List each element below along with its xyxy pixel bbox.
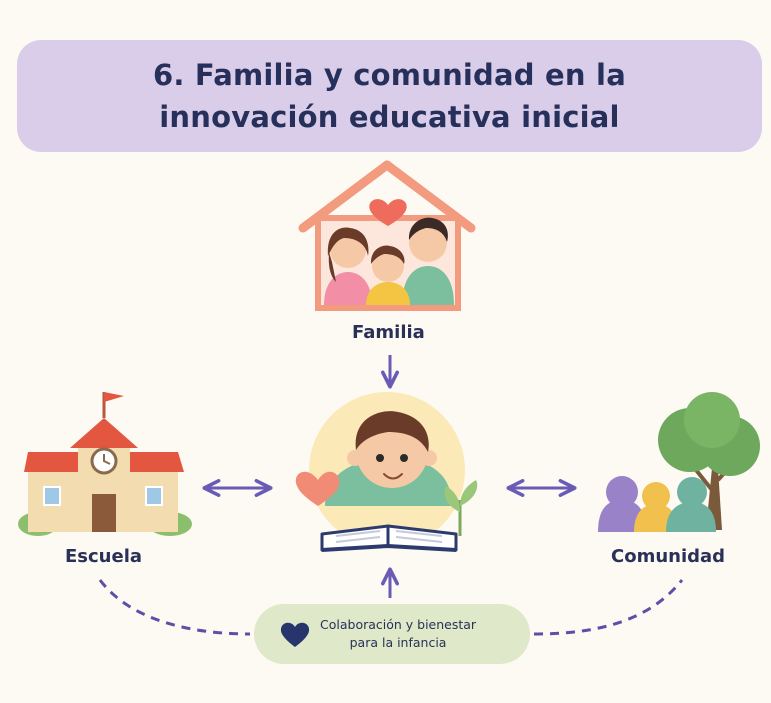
label-comunidad: Comunidad bbox=[611, 546, 726, 567]
dashed-line-comunidad bbox=[533, 579, 684, 636]
leaf-icon bbox=[444, 486, 460, 512]
heart-icon bbox=[295, 471, 340, 506]
title-banner: 6. Familia y comunidad en la innovación … bbox=[17, 40, 762, 152]
title-line-2: innovación educativa inicial bbox=[159, 100, 620, 134]
father-figure bbox=[402, 217, 454, 305]
heart-icon bbox=[369, 199, 407, 226]
dashed-line-escuela bbox=[98, 579, 251, 636]
mother-figure bbox=[324, 227, 372, 305]
title-line-1: 6. Familia y comunidad en la bbox=[153, 58, 626, 92]
child-figure bbox=[366, 245, 410, 305]
family-house-illustration bbox=[298, 160, 476, 311]
community-illustration bbox=[598, 392, 760, 532]
collaboration-text: Colaboración y bienestar para la infanci… bbox=[320, 616, 476, 652]
heart-icon bbox=[280, 622, 310, 647]
school-illustration bbox=[18, 392, 192, 536]
leaf-icon bbox=[460, 480, 478, 506]
child-reading-illustration bbox=[295, 392, 478, 552]
collaboration-box: Colaboración y bienestar para la infanci… bbox=[254, 604, 530, 664]
collaboration-line-2: para la infancia bbox=[349, 635, 447, 650]
label-familia: Familia bbox=[352, 322, 425, 343]
collaboration-line-1: Colaboración y bienestar bbox=[320, 617, 477, 632]
label-escuela: Escuela bbox=[65, 546, 143, 567]
